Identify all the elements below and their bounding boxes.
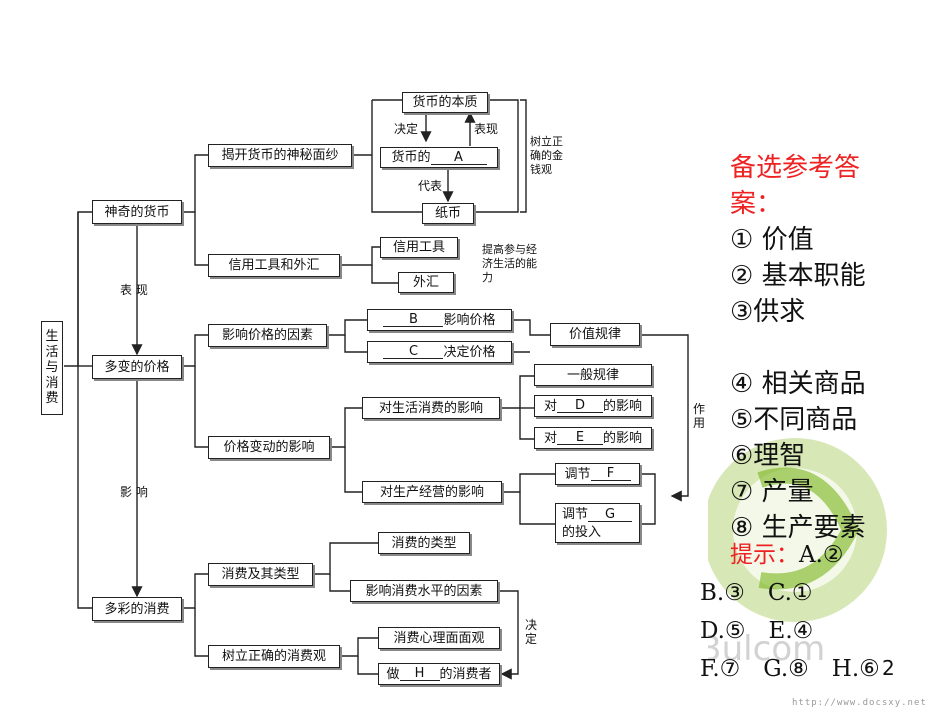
answer-line-3: ④ 相关商品 ⑤不同商品 ⑥理智 (730, 369, 892, 471)
hint-line-1: A.② (799, 542, 844, 568)
show-label: 表现 (474, 122, 499, 136)
answers-heading: 备选参考答案： (730, 153, 861, 219)
life-consumption-effect-node: 对生活消费的影响 (362, 397, 500, 419)
hint-line-3: D.⑤ E.④ (700, 618, 814, 644)
hint-answers: 提示：A.② B.③ C.① D.⑤ E.④ F.⑦ G.⑧ H.⑥ (700, 536, 950, 688)
price-change-effect-node: 价格变动的影响 (208, 436, 330, 459)
reveal-money-node: 揭开货币的神秘面纱 (208, 144, 352, 167)
money-nature-node: 货币的本质 (402, 92, 488, 113)
decide-label: 决定 (394, 122, 419, 136)
blank-f: F (590, 467, 631, 481)
d-effect-node: 对 D 的影响 (534, 395, 652, 417)
answer-options: 备选参考答案： ① 价值 ② 基本职能 ③供求 ④ 相关商品 ⑤不同商品 ⑥理智… (730, 150, 892, 546)
g-suffix: 的投入 (562, 524, 602, 540)
price-factors-node: 影响价格的因素 (208, 324, 327, 347)
connector-lines (64, 99, 689, 680)
b-text: 影响价格 (443, 312, 496, 328)
blank-d: D (557, 399, 603, 413)
answer-line-5: ⑧ 生产要素 (730, 513, 866, 543)
d-suffix: 的影响 (603, 398, 643, 414)
paper-money-node: 纸币 (422, 203, 474, 224)
represent-label: 代表 (418, 179, 443, 193)
knowledge-map: 生活与消费 神奇的货币 多变的价格 多彩的消费 表 现 影 响 揭开货币的神秘面… (40, 91, 708, 685)
money-function-node: 货币的 A (380, 147, 498, 168)
h-suffix: 的消费者 (439, 666, 492, 682)
logo-watermark: 3ulcom (700, 438, 887, 669)
root-node: 生活与消费 (41, 321, 63, 415)
act-label: 作用 (692, 402, 705, 430)
money-view-note: 树立正确的金钱观 (530, 135, 563, 176)
consumption-branch: 多彩的消费 (92, 597, 182, 621)
money-branch: 神奇的货币 (92, 200, 182, 224)
affect-link-label: 影 响 (120, 485, 148, 499)
answer-line-1: ① 价值 (730, 225, 814, 255)
production-effect-node: 对生产经营的影响 (362, 481, 502, 503)
h-prefix: 做 (386, 666, 400, 682)
e-suffix: 的影响 (603, 430, 643, 446)
footer-url: http://www.docsxy.net (792, 698, 927, 708)
blank-e: E (557, 431, 603, 445)
e-effect-node: 对 E 的影响 (534, 427, 652, 449)
consumption-kinds-node: 消费的类型 (378, 532, 470, 554)
blank-c: C (383, 345, 444, 359)
f-prefix: 调节 (564, 466, 591, 482)
value-law-node: 价值规律 (550, 323, 640, 346)
credit-forex-node: 信用工具和外汇 (208, 254, 340, 277)
b-influence-node: B 影响价格 (367, 309, 512, 331)
hint-line-2: B.③ C.① (700, 580, 813, 606)
money-function-prefix: 货币的 (391, 150, 431, 165)
answer-line-2: ② 基本职能 ③供求 (730, 261, 892, 327)
price-branch: 多变的价格 (92, 355, 182, 379)
blank-g: G (588, 508, 633, 522)
hint-line-4: F.⑦ G.⑧ H.⑥ (700, 656, 880, 682)
svg-text:3ulcom: 3ulcom (700, 629, 825, 669)
c-text: 决定价格 (443, 344, 496, 360)
d-prefix: 对 (543, 398, 557, 414)
blank-b: B (383, 313, 444, 327)
e-prefix: 对 (543, 430, 557, 446)
consumer-psych-node: 消费心理面面观 (378, 627, 500, 649)
credit-tool-node: 信用工具 (380, 237, 458, 258)
credit-ability-note: 提高参与经济生活的能力 (482, 243, 537, 284)
general-law-node: 一般规律 (534, 364, 652, 386)
consumption-level-node: 影响消费水平的因素 (350, 580, 498, 602)
g-prefix: 调节 (562, 506, 589, 522)
h-consumer-node: 做 H 的消费者 (378, 663, 500, 685)
decide-arrow-label: 决定 (524, 618, 537, 646)
hint-label: 提示： (730, 542, 799, 568)
answer-line-4: ⑦ 产量 (730, 477, 814, 507)
consumption-types-node: 消费及其类型 (208, 563, 313, 586)
blank-h: H (399, 667, 440, 681)
page-number: 2 (882, 656, 895, 680)
show-link-label: 表 现 (120, 283, 148, 297)
blank-a: A (430, 151, 487, 165)
f-adjust-node: 调节 F (555, 463, 640, 485)
correct-consumption-node: 树立正确的消费观 (208, 645, 340, 668)
c-decide-node: C 决定价格 (367, 341, 512, 363)
forex-node: 外汇 (398, 272, 454, 293)
